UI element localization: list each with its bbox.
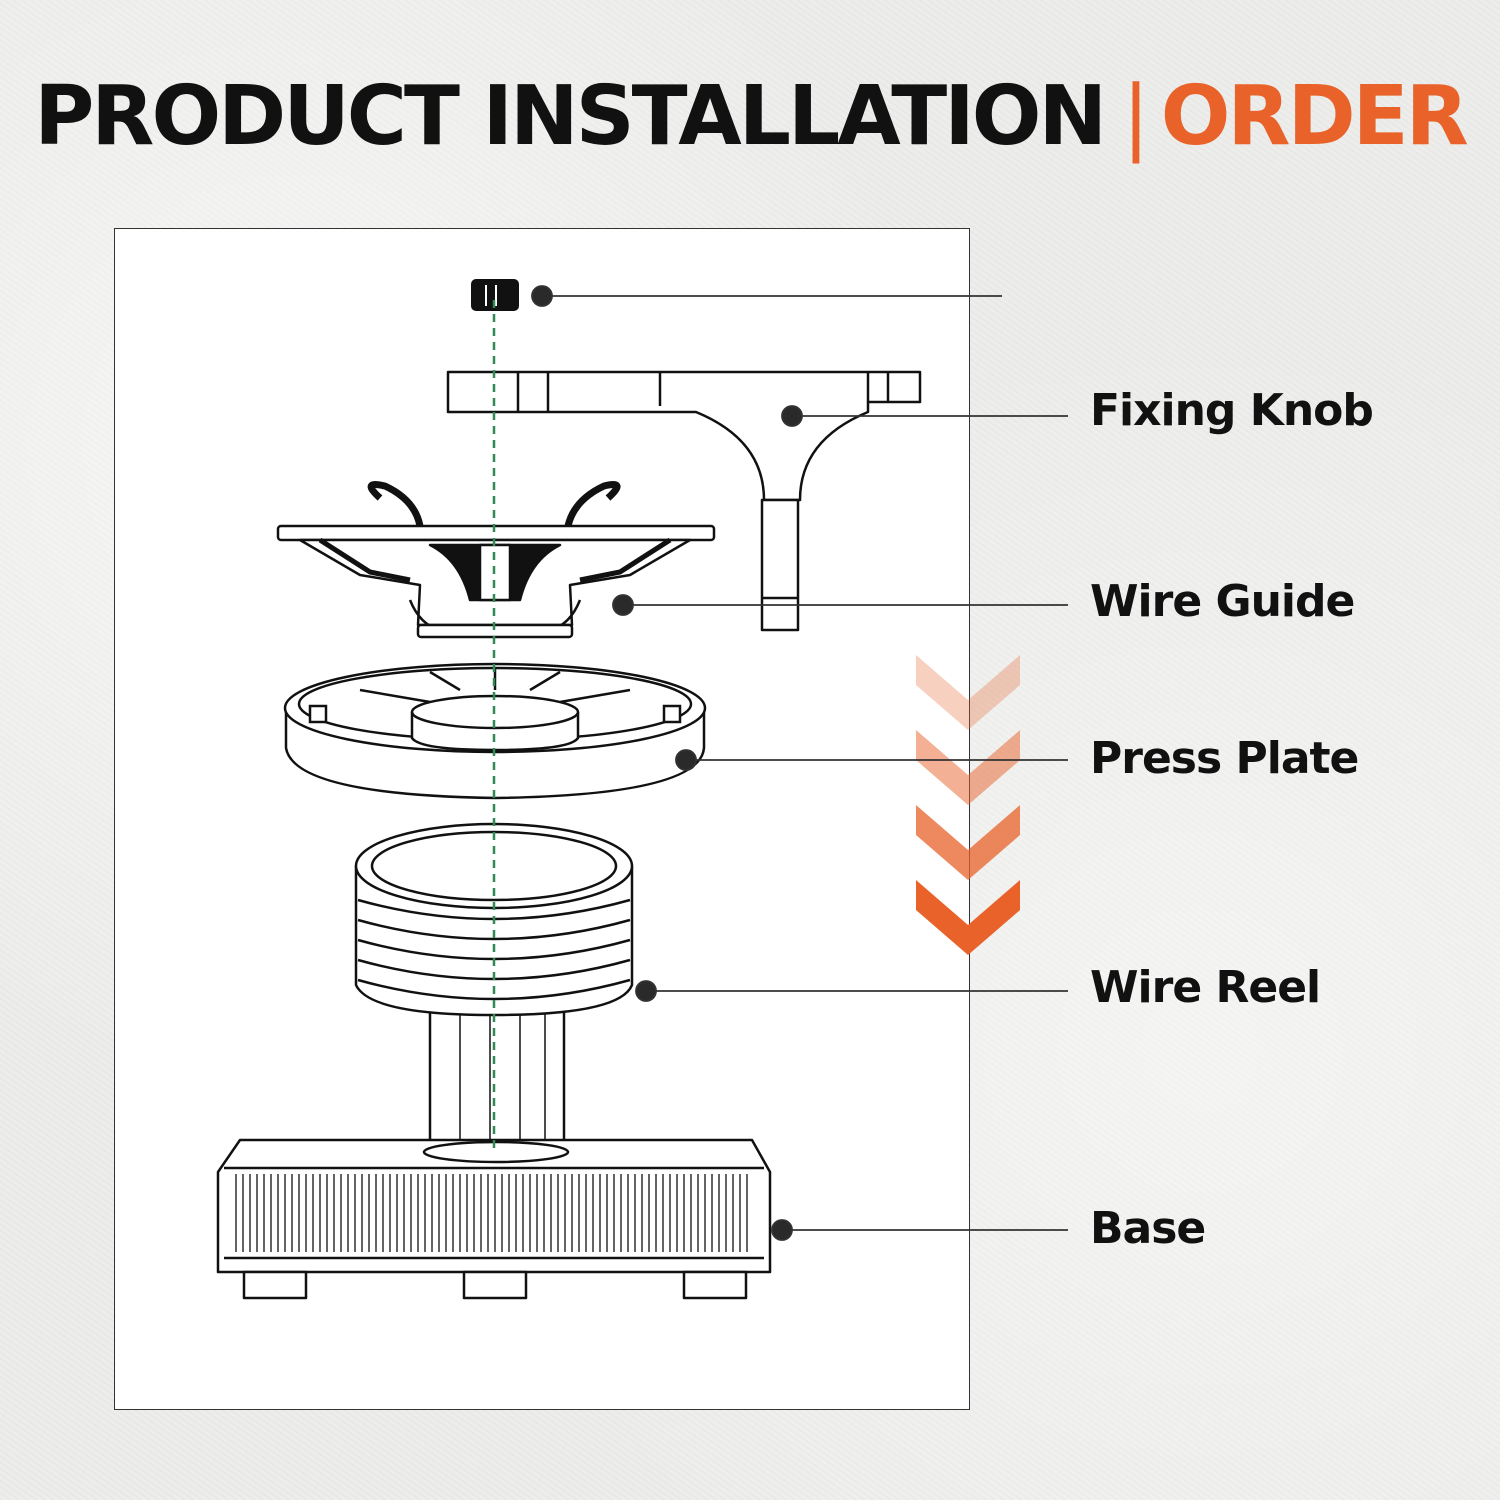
title-accent: ORDER <box>1160 69 1469 164</box>
title-separator: | <box>1122 69 1150 164</box>
leader-lines <box>531 285 1068 1241</box>
order-arrows <box>916 655 1020 955</box>
label-base: Base <box>1090 1203 1206 1254</box>
wire-guide-part <box>276 481 716 639</box>
fixing-knob-part <box>446 370 922 632</box>
order-arrow-2 <box>916 730 1020 805</box>
leader-dot-wire-guide <box>612 594 634 616</box>
leader-dot-knob <box>531 285 553 307</box>
title-main: PRODUCT INSTALLATION <box>34 69 1107 164</box>
label-wire-reel: Wire Reel <box>1090 962 1321 1013</box>
leader-dot-fixing-knob <box>781 405 803 427</box>
knob-part <box>471 279 519 311</box>
label-fixing-knob: Fixing Knob <box>1090 385 1374 436</box>
order-arrow-3 <box>916 805 1020 880</box>
leader-dot-wire-reel <box>635 980 657 1002</box>
base-ribs <box>235 1174 748 1252</box>
order-arrow-4 <box>916 880 1020 955</box>
label-press-plate: Press Plate <box>1090 733 1359 784</box>
leader-dot-base <box>771 1219 793 1241</box>
page-title: PRODUCT INSTALLATION|ORDER <box>0 62 1500 172</box>
leader-dot-press-plate <box>675 749 697 771</box>
label-wire-guide: Wire Guide <box>1090 576 1355 627</box>
order-arrow-1 <box>916 655 1020 730</box>
base-part <box>216 1138 772 1300</box>
